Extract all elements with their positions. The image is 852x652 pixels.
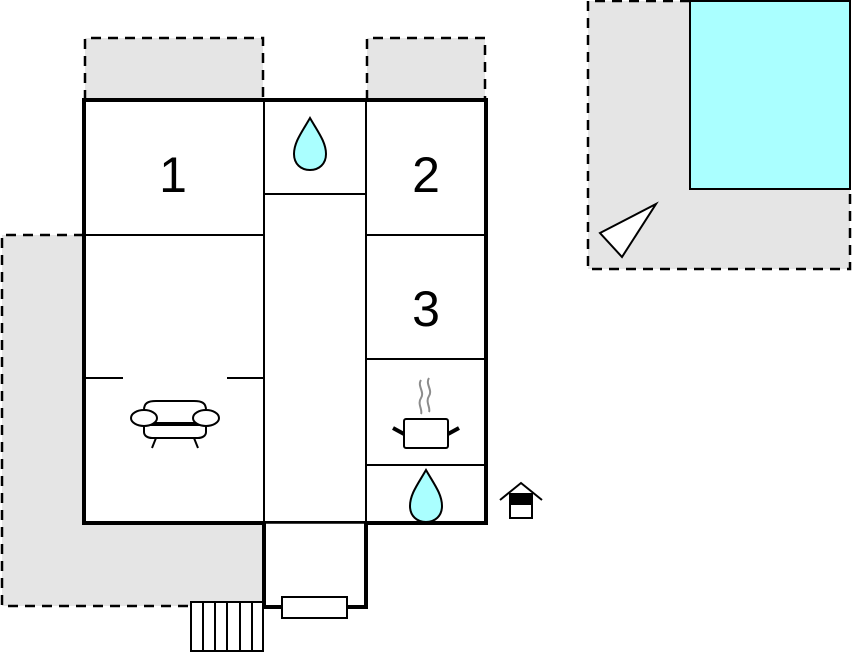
interior-walls bbox=[84, 100, 486, 523]
cooking-pot-icon bbox=[392, 377, 460, 449]
house-entrance-icon bbox=[499, 481, 543, 519]
entrance-door-mat bbox=[281, 596, 348, 619]
stairs-icon bbox=[190, 601, 264, 652]
house-outline bbox=[82, 98, 488, 525]
terrace-left bbox=[0, 233, 263, 608]
entrance-porch bbox=[262, 522, 368, 619]
room-label-1: 1 bbox=[159, 147, 187, 203]
terrace-top-right bbox=[365, 36, 487, 100]
sunbed-triangle-icon bbox=[598, 201, 659, 259]
room-label-3: 3 bbox=[412, 281, 440, 337]
armchair-sofa-icon bbox=[130, 400, 220, 449]
water-drop-icon bbox=[408, 467, 444, 524]
terrace-top-left bbox=[83, 36, 265, 100]
room-label-2: 2 bbox=[412, 147, 440, 203]
pool bbox=[689, 0, 851, 190]
water-drop-icon bbox=[292, 115, 328, 172]
